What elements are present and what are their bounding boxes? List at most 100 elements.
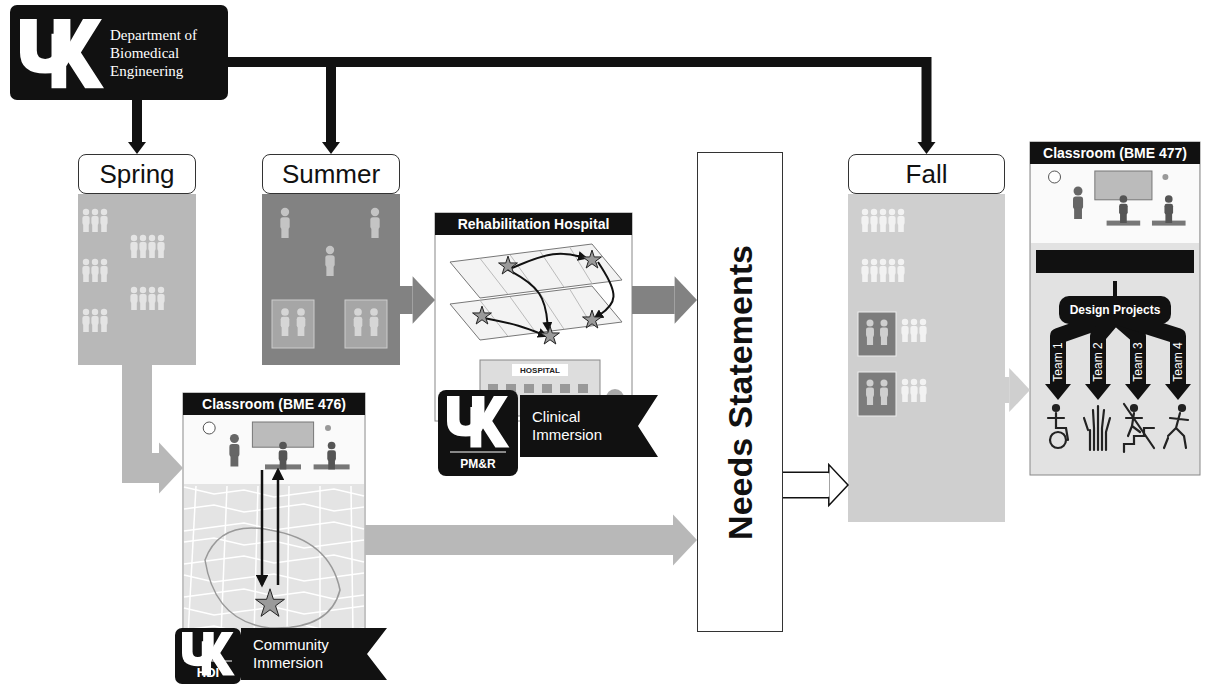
arrow-shaft (400, 286, 413, 314)
person-icon (1164, 204, 1173, 215)
person-icon (327, 450, 336, 461)
person-icon (870, 266, 877, 275)
classroom-panel: Classroom (BME 476) (183, 393, 365, 640)
person-icon (1165, 213, 1172, 223)
person-icon (862, 274, 868, 282)
design-projects-box: Design Projects (1059, 296, 1171, 324)
person-icon (866, 379, 873, 386)
summer-column (262, 194, 400, 365)
uk-logo (470, 396, 509, 447)
person-icon (880, 387, 888, 397)
person-icon (100, 316, 107, 325)
person-icon (920, 319, 926, 325)
panel-header: Classroom (BME 476) (183, 393, 365, 415)
node-label: Design Projects (1068, 300, 1163, 320)
person-icon (1074, 187, 1083, 196)
path-arrow (512, 254, 586, 268)
person-icon (82, 266, 89, 275)
person-icon (910, 386, 917, 395)
arrow-head (673, 515, 697, 566)
person-icon (91, 316, 98, 325)
person-icon (888, 216, 895, 225)
trip-arrow (277, 470, 280, 585)
person-icon (862, 209, 868, 215)
term-column: Summer (262, 154, 400, 365)
person-icon (101, 274, 107, 282)
panel-header: Rehabilitation Hospital (435, 213, 632, 235)
person-icon (328, 442, 336, 450)
person-icon (866, 319, 873, 326)
person-icon (898, 274, 904, 282)
arrow-shaft (132, 100, 142, 142)
person-icon (281, 317, 290, 328)
person-icon (880, 379, 887, 386)
term-column: Fall (848, 154, 1005, 522)
hospital-sign (512, 364, 568, 376)
person-icon (282, 326, 289, 336)
uk-logo (20, 19, 104, 88)
term-column: Spring (78, 154, 196, 365)
person-icon (83, 224, 89, 232)
person-icon (325, 255, 334, 267)
person-icon (370, 217, 379, 229)
team-arrow-head (1045, 384, 1071, 400)
person-icon (354, 317, 363, 328)
map-road (184, 522, 364, 531)
person-icon (92, 209, 98, 215)
classroom-scene (1031, 163, 1199, 243)
person-icon (91, 266, 98, 275)
runner-icon (1164, 413, 1188, 448)
arrow-head (159, 443, 183, 494)
person-icon (871, 209, 877, 215)
person-icon (371, 326, 378, 336)
person-icon (229, 444, 239, 457)
person-icon (920, 334, 926, 342)
arrow-shaft (632, 286, 675, 314)
person-icon (920, 379, 926, 385)
window (560, 384, 570, 393)
person-icon (897, 266, 904, 275)
person-icon (881, 396, 887, 405)
student-box (272, 300, 314, 348)
person-icon (83, 209, 89, 215)
map-road (287, 486, 289, 636)
person-icon (82, 316, 89, 325)
node-label: Clinical Immersion (520, 404, 658, 448)
logo-caption: HDI (197, 665, 219, 680)
person-icon (101, 324, 107, 332)
shelf (1162, 174, 1168, 180)
map-road (184, 555, 364, 564)
person-icon (149, 250, 155, 258)
flow-arrow (1115, 281, 1116, 296)
window (578, 384, 588, 393)
person-icon (140, 235, 146, 241)
classroom-panel: Classroom (BME 477)Needs StatementsDesig… (1030, 142, 1200, 475)
person-icon (131, 235, 137, 241)
map-road (319, 486, 321, 636)
person-icon (370, 317, 379, 328)
person-icon (1119, 204, 1128, 215)
person-icon (889, 209, 895, 215)
person-icon (911, 394, 917, 402)
person-icon (902, 394, 908, 402)
person-icon (83, 259, 89, 265)
person-icon (862, 259, 868, 265)
shelf (325, 425, 331, 431)
person-icon (326, 246, 334, 254)
map-road (184, 538, 364, 548)
person-icon (1073, 197, 1083, 210)
person-icon (326, 266, 333, 276)
person-icon (101, 259, 107, 265)
classroom-scene (184, 414, 364, 484)
node-label: Fall (848, 154, 1005, 194)
person-icon (861, 266, 868, 275)
person-icon (911, 319, 917, 325)
node-label: Department of Biomedical Engineering (10, 26, 228, 80)
flow-arrow (632, 276, 697, 324)
team-arrow-head (1125, 384, 1151, 400)
person-icon (92, 324, 98, 332)
person-icon (140, 287, 146, 293)
person-icon (880, 327, 888, 337)
location-star (256, 589, 285, 617)
flow-arrow (137, 365, 183, 494)
